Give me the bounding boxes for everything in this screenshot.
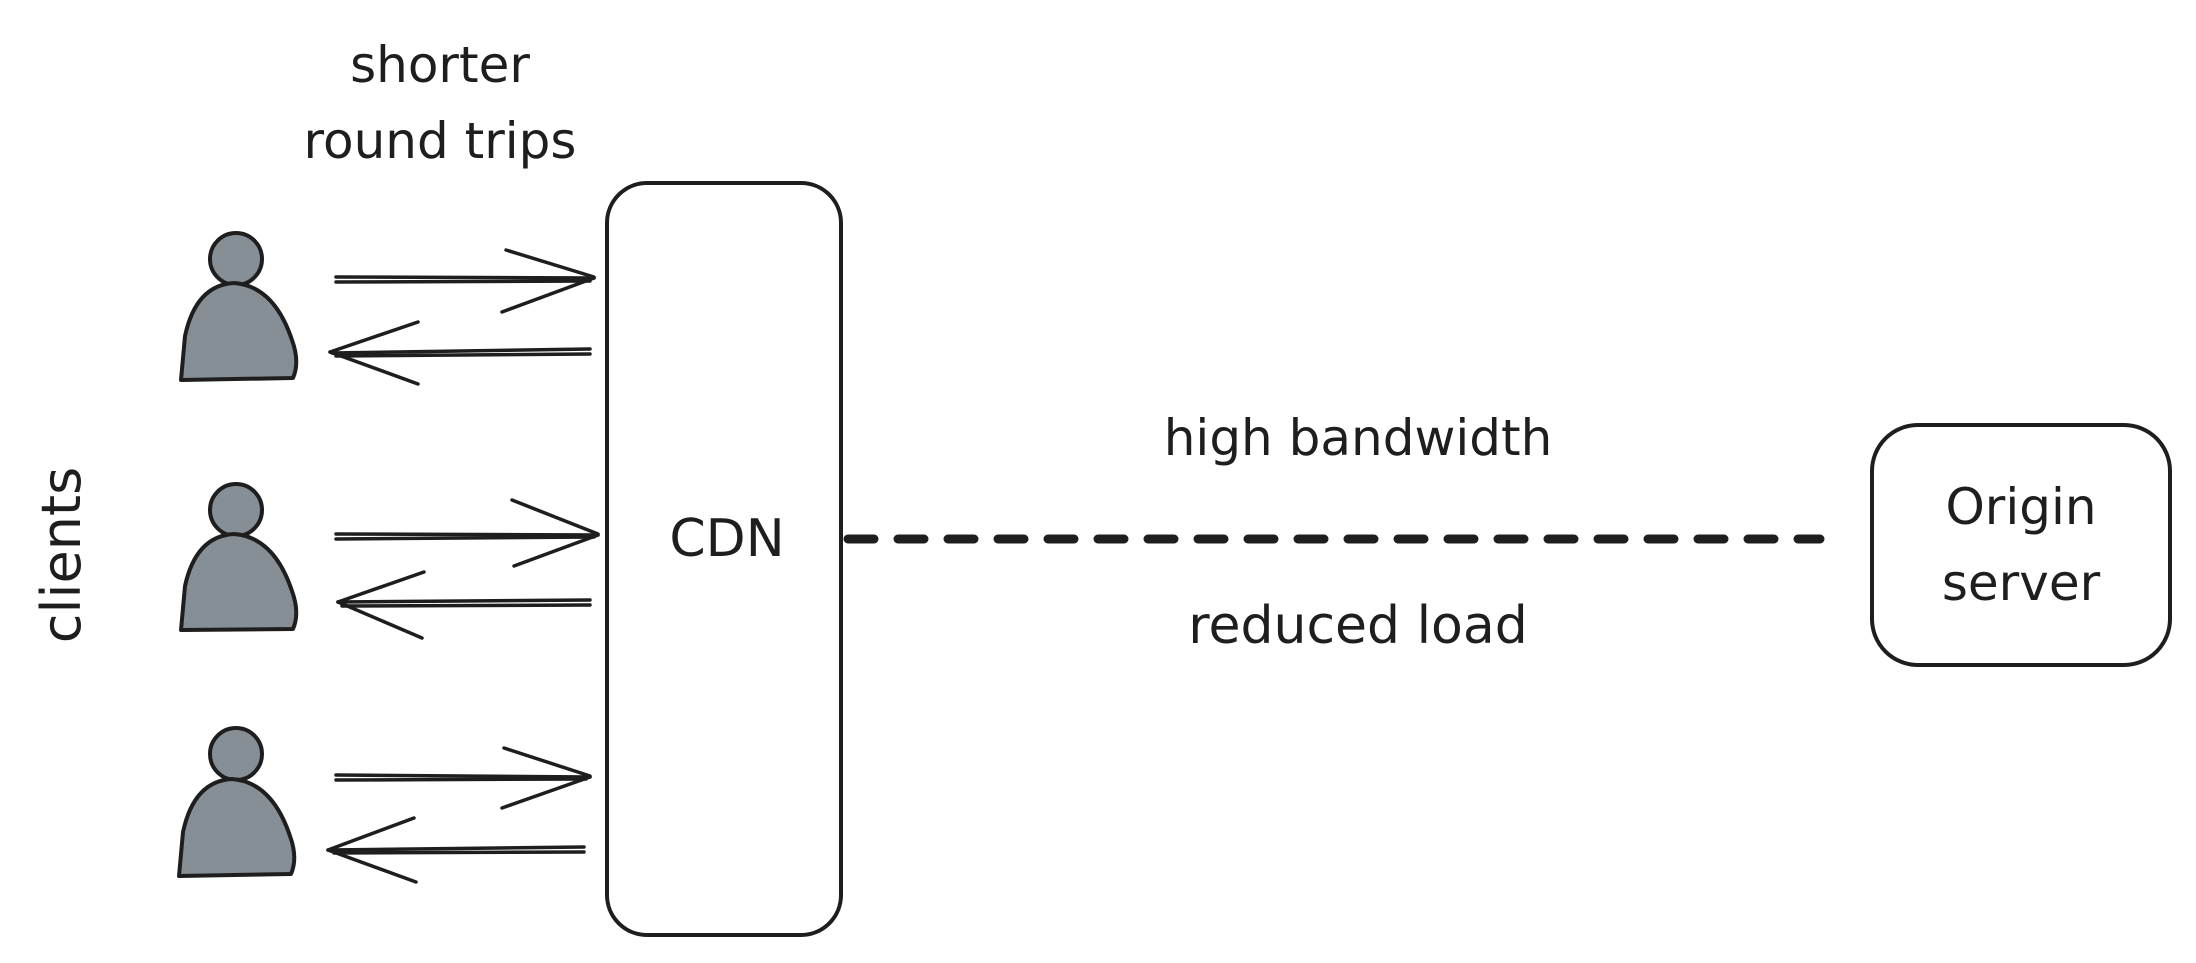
client-2 (179, 482, 600, 640)
clients-label: clients (30, 467, 93, 643)
request-arrow (334, 746, 592, 810)
cdn-node: CDN (605, 181, 843, 937)
client-3 (177, 726, 592, 884)
person-icon (177, 726, 297, 878)
request-arrow (334, 498, 600, 568)
response-arrow (336, 570, 592, 640)
response-arrow (328, 320, 592, 386)
high-bandwidth-label: high bandwidth (1164, 409, 1553, 467)
request-arrow (334, 248, 596, 314)
origin-server-label-line1: Origin (1945, 478, 2096, 536)
reduced-load-label: reduced load (1188, 596, 1527, 656)
person-icon (179, 231, 299, 382)
response-arrow (326, 816, 586, 884)
person-icon (179, 482, 299, 632)
cdn-box (605, 181, 843, 937)
origin-server-node: Origin server (1870, 423, 2172, 667)
origin-server-box (1870, 423, 2172, 667)
client-1 (179, 231, 596, 386)
cdn-label: CDN (669, 509, 784, 569)
round-trips-caption-line1: shorter (350, 36, 530, 94)
origin-server-label-line2: server (1942, 554, 2101, 612)
round-trips-caption-line2: round trips (304, 112, 577, 170)
